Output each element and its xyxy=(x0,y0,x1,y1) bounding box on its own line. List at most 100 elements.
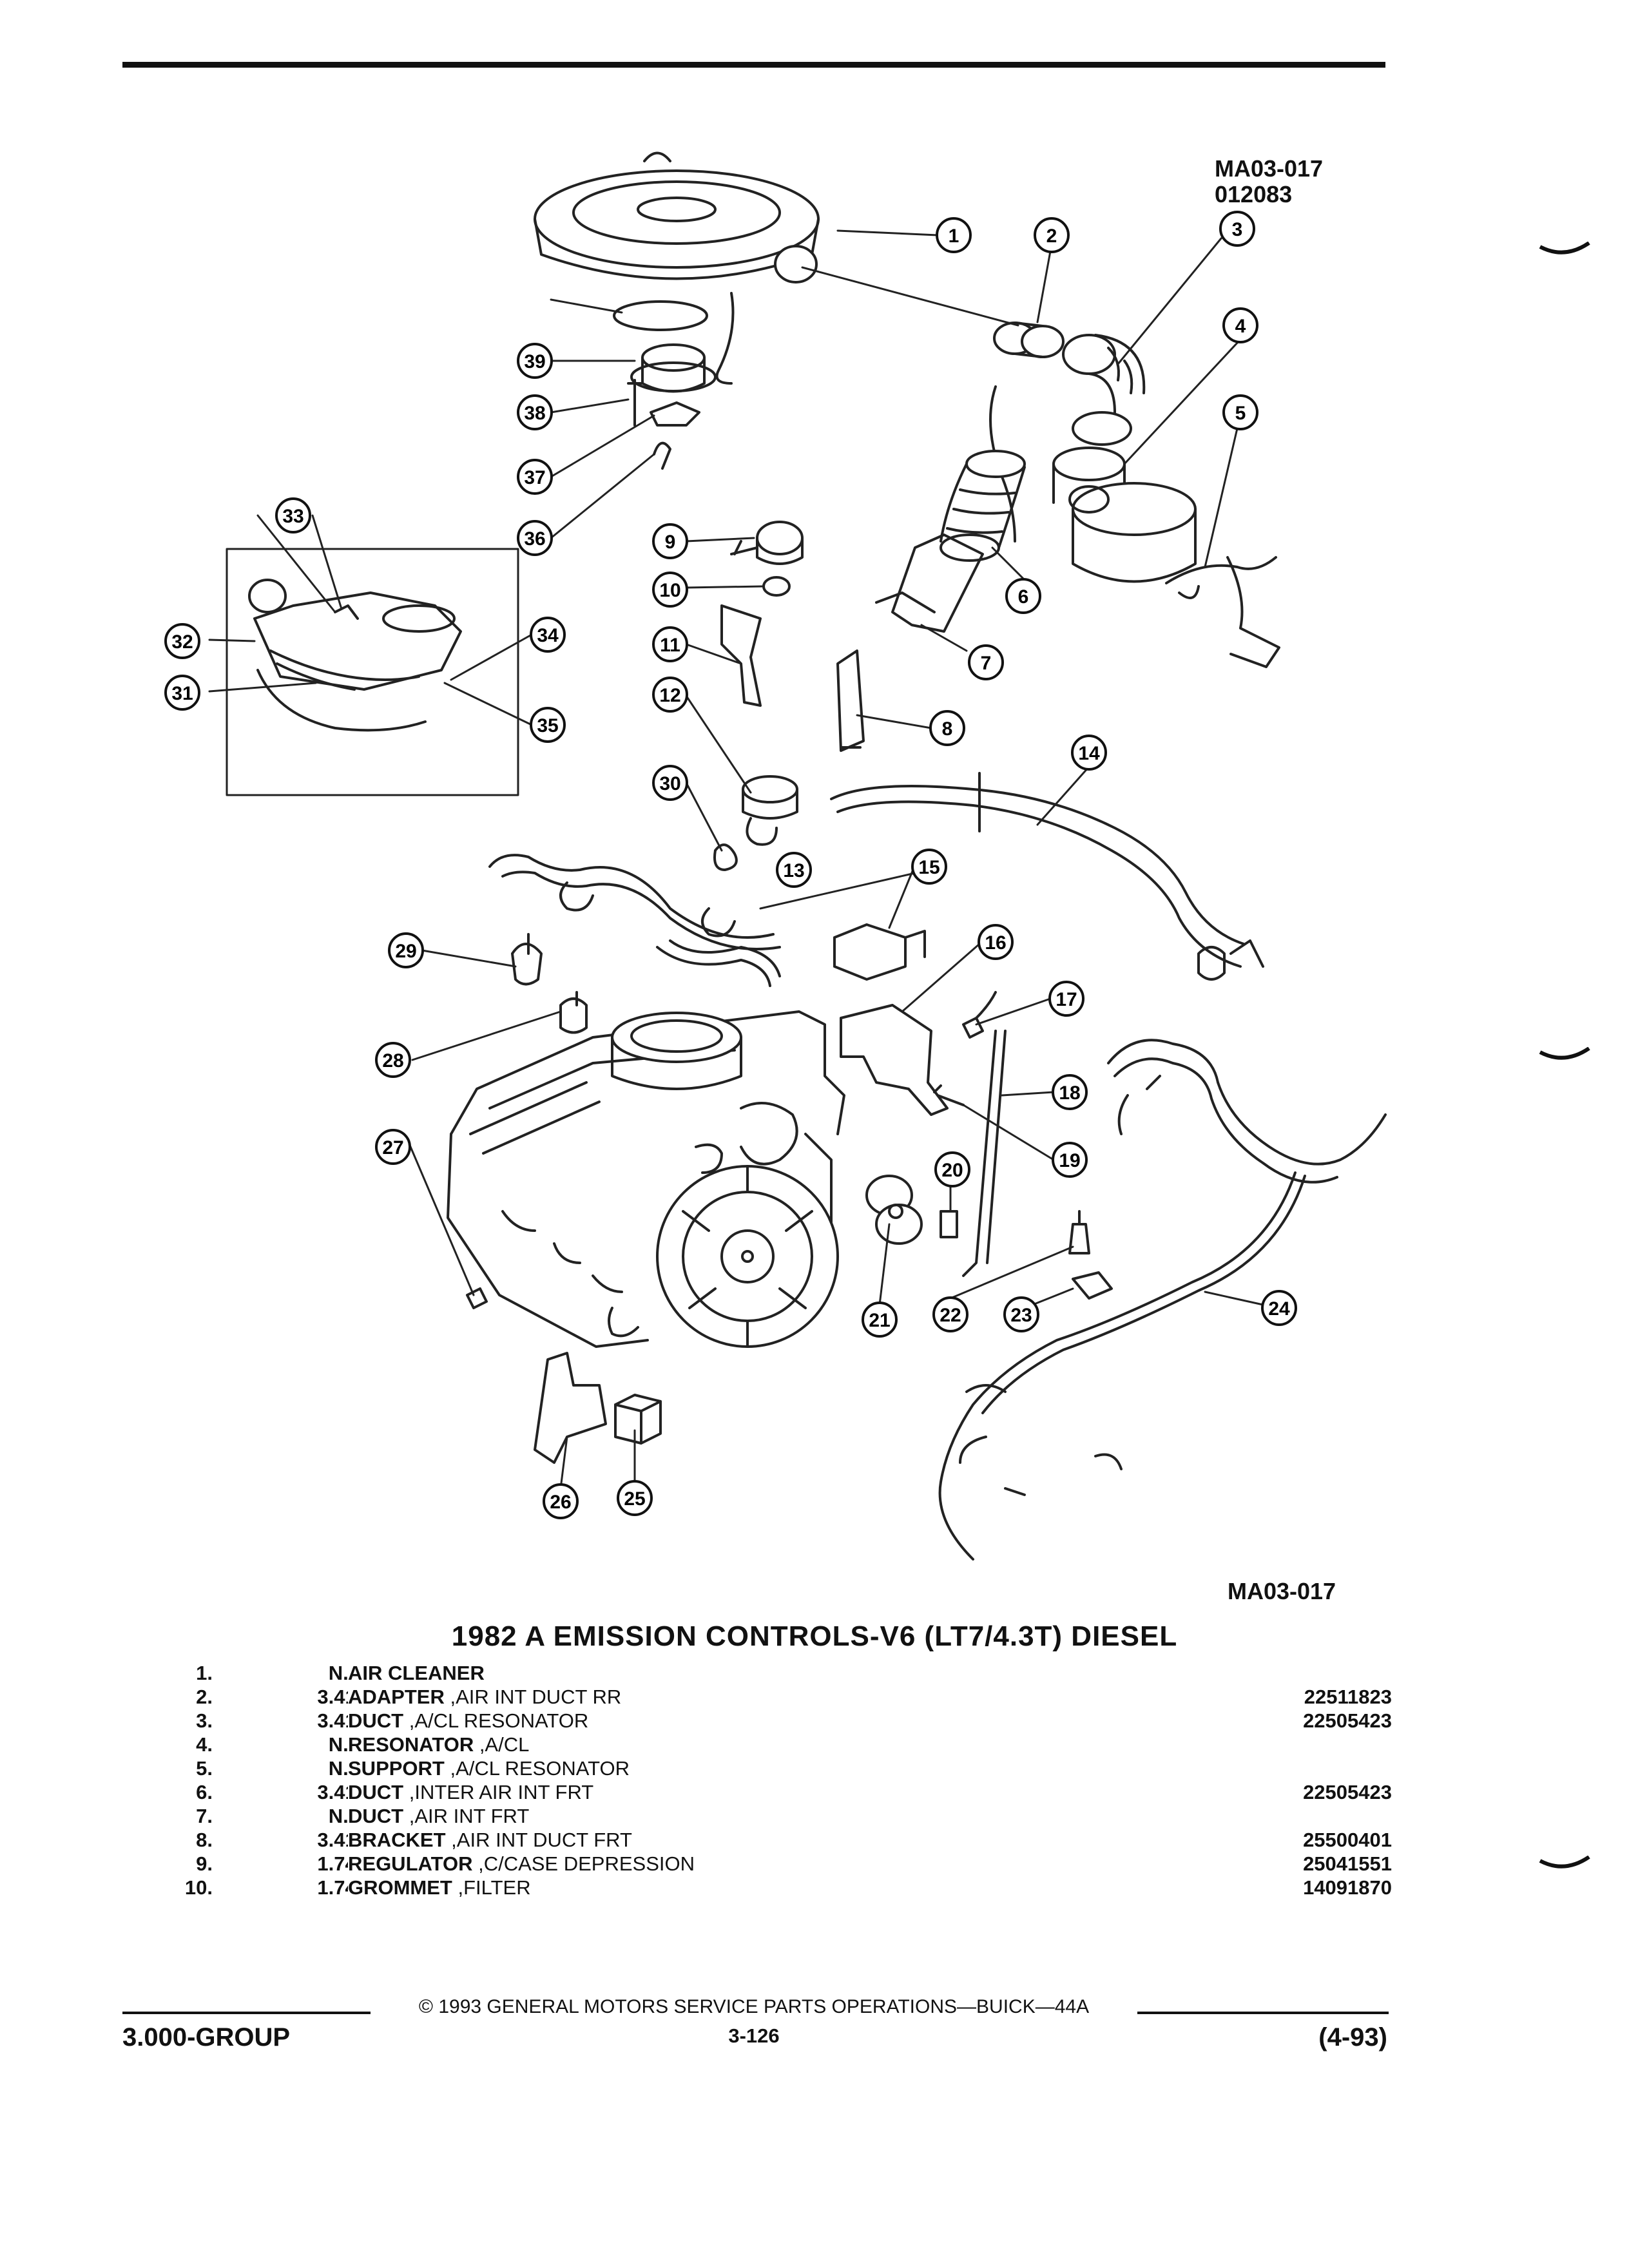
group-number: 3.000-GROUP xyxy=(122,2023,291,2052)
part-detail: ,A/CL RESONATOR xyxy=(444,1757,630,1780)
resonator-4-drawing xyxy=(1052,447,1197,583)
callout-28: 28 xyxy=(375,1042,411,1078)
part-description: RESONATOR ,A/CL xyxy=(348,1733,1379,1756)
inset-drawing xyxy=(248,579,462,732)
part-name: DUCT xyxy=(348,1805,404,1827)
part-description: DUCT ,AIR INT FRT xyxy=(348,1804,1379,1828)
exploded-parts-diagram: 1234567891011121314151617181920212223242… xyxy=(164,151,1387,1561)
part-description: AIR CLEANER xyxy=(348,1661,1379,1685)
part-detail: ,FILTER xyxy=(452,1876,531,1899)
callout-number: 1 xyxy=(949,226,959,247)
part-number: 14091870 xyxy=(1303,1876,1392,1899)
part-description: REGULATOR ,C/CASE DEPRESSION xyxy=(348,1852,1379,1876)
callout-32: 32 xyxy=(164,623,200,659)
clip-35-drawing xyxy=(653,441,671,470)
regulator-38-drawing xyxy=(630,343,717,393)
plug-27-drawing xyxy=(466,1287,488,1309)
clamp-28-drawing xyxy=(559,991,588,1034)
callout-number: 9 xyxy=(665,532,676,553)
part-description: DUCT ,INTER AIR INT FRT xyxy=(348,1780,1379,1804)
callout-14: 14 xyxy=(1071,735,1107,771)
leader-lines xyxy=(208,229,1264,1490)
parts-row: 7.N.S.DUCT ,AIR INT FRT xyxy=(148,1804,1392,1828)
callout-number: 24 xyxy=(1268,1298,1290,1320)
part-number: 25500401 xyxy=(1303,1829,1392,1851)
callout-39: 39 xyxy=(517,343,553,379)
adapter-2-drawing xyxy=(993,322,1065,358)
page-number: 3-126 xyxy=(728,2024,780,2047)
parts-row: 4.N.S.RESONATOR ,A/CL xyxy=(148,1733,1392,1756)
callout-number: 7 xyxy=(981,653,992,674)
callout-number: 8 xyxy=(942,718,953,740)
callout-27: 27 xyxy=(375,1129,411,1165)
figure-code-bottom: MA03-017 xyxy=(1228,1578,1336,1604)
callout-number: 25 xyxy=(624,1488,645,1510)
valve-12-drawing xyxy=(742,775,798,846)
part-number: 22511823 xyxy=(1304,1686,1392,1708)
callout-number: 14 xyxy=(1078,743,1100,764)
support-5-drawing xyxy=(1165,556,1280,668)
callout-number: 32 xyxy=(171,631,193,653)
parts-row: 5.N.S.SUPPORT ,A/CL RESONATOR xyxy=(148,1756,1392,1780)
callout-30: 30 xyxy=(652,765,688,801)
rod-18-drawing xyxy=(962,1030,1007,1277)
solenoid-15-drawing xyxy=(833,923,926,981)
part-index: 8. xyxy=(196,1829,213,1851)
callout-number: 10 xyxy=(659,580,680,601)
duct-6-drawing xyxy=(940,450,1026,562)
part-detail: ,INTER AIR INT FRT xyxy=(403,1781,594,1803)
part-name: AIR CLEANER xyxy=(348,1662,485,1684)
callout-19: 19 xyxy=(1052,1142,1088,1178)
parts-row: 1.N.S.AIR CLEANER xyxy=(148,1661,1392,1685)
part-description: SUPPORT ,A/CL RESONATOR xyxy=(348,1756,1379,1780)
harness-24-drawing xyxy=(938,1039,1387,1561)
bracket-16-drawing xyxy=(840,1004,949,1116)
bracket-36-drawing xyxy=(650,401,700,427)
callout-number: 19 xyxy=(1059,1150,1080,1171)
part-number: 25041551 xyxy=(1303,1852,1392,1875)
bolt-19-drawing xyxy=(933,1084,965,1106)
edge-mark xyxy=(1539,1047,1590,1060)
callout-7: 7 xyxy=(968,644,1004,680)
callout-12: 12 xyxy=(652,677,688,713)
callout-number: 13 xyxy=(783,860,804,881)
callout-number: 6 xyxy=(1018,586,1029,608)
part-number: 22505423 xyxy=(1303,1781,1392,1803)
callout-29: 29 xyxy=(388,932,424,968)
grommet-30-drawing xyxy=(713,843,738,871)
duct-7-drawing xyxy=(875,533,984,633)
part-name: SUPPORT xyxy=(348,1757,445,1780)
callout-31: 31 xyxy=(164,675,200,711)
callout-37: 37 xyxy=(517,459,553,495)
part-detail: ,AIR INT DUCT FRT xyxy=(445,1829,632,1851)
callout-number: 37 xyxy=(524,467,545,488)
part-index: 4. xyxy=(196,1733,213,1756)
valve-29-drawing xyxy=(511,933,543,986)
bracket-8-drawing xyxy=(836,649,865,752)
callout-22: 22 xyxy=(932,1296,969,1332)
callout-23: 23 xyxy=(1003,1296,1039,1332)
regulator-9-drawing xyxy=(730,521,804,565)
callout-8: 8 xyxy=(929,710,965,746)
callout-18: 18 xyxy=(1052,1074,1088,1110)
callout-number: 23 xyxy=(1010,1305,1032,1326)
callout-number: 22 xyxy=(940,1305,961,1326)
callout-13: 13 xyxy=(776,852,812,888)
part-index: 10. xyxy=(184,1876,213,1899)
callout-number: 20 xyxy=(941,1160,963,1181)
part-detail: ,A/CL xyxy=(474,1733,530,1756)
callout-number: 26 xyxy=(550,1492,571,1513)
callout-number: 35 xyxy=(537,715,558,736)
callout-35: 35 xyxy=(530,707,566,743)
grommet-10-drawing xyxy=(762,576,791,597)
part-index: 1. xyxy=(196,1662,213,1684)
callout-number: 30 xyxy=(659,773,680,794)
bracket-26-drawing xyxy=(534,1352,607,1464)
callout-number: 34 xyxy=(537,625,559,646)
connector-23-drawing xyxy=(1072,1271,1113,1300)
